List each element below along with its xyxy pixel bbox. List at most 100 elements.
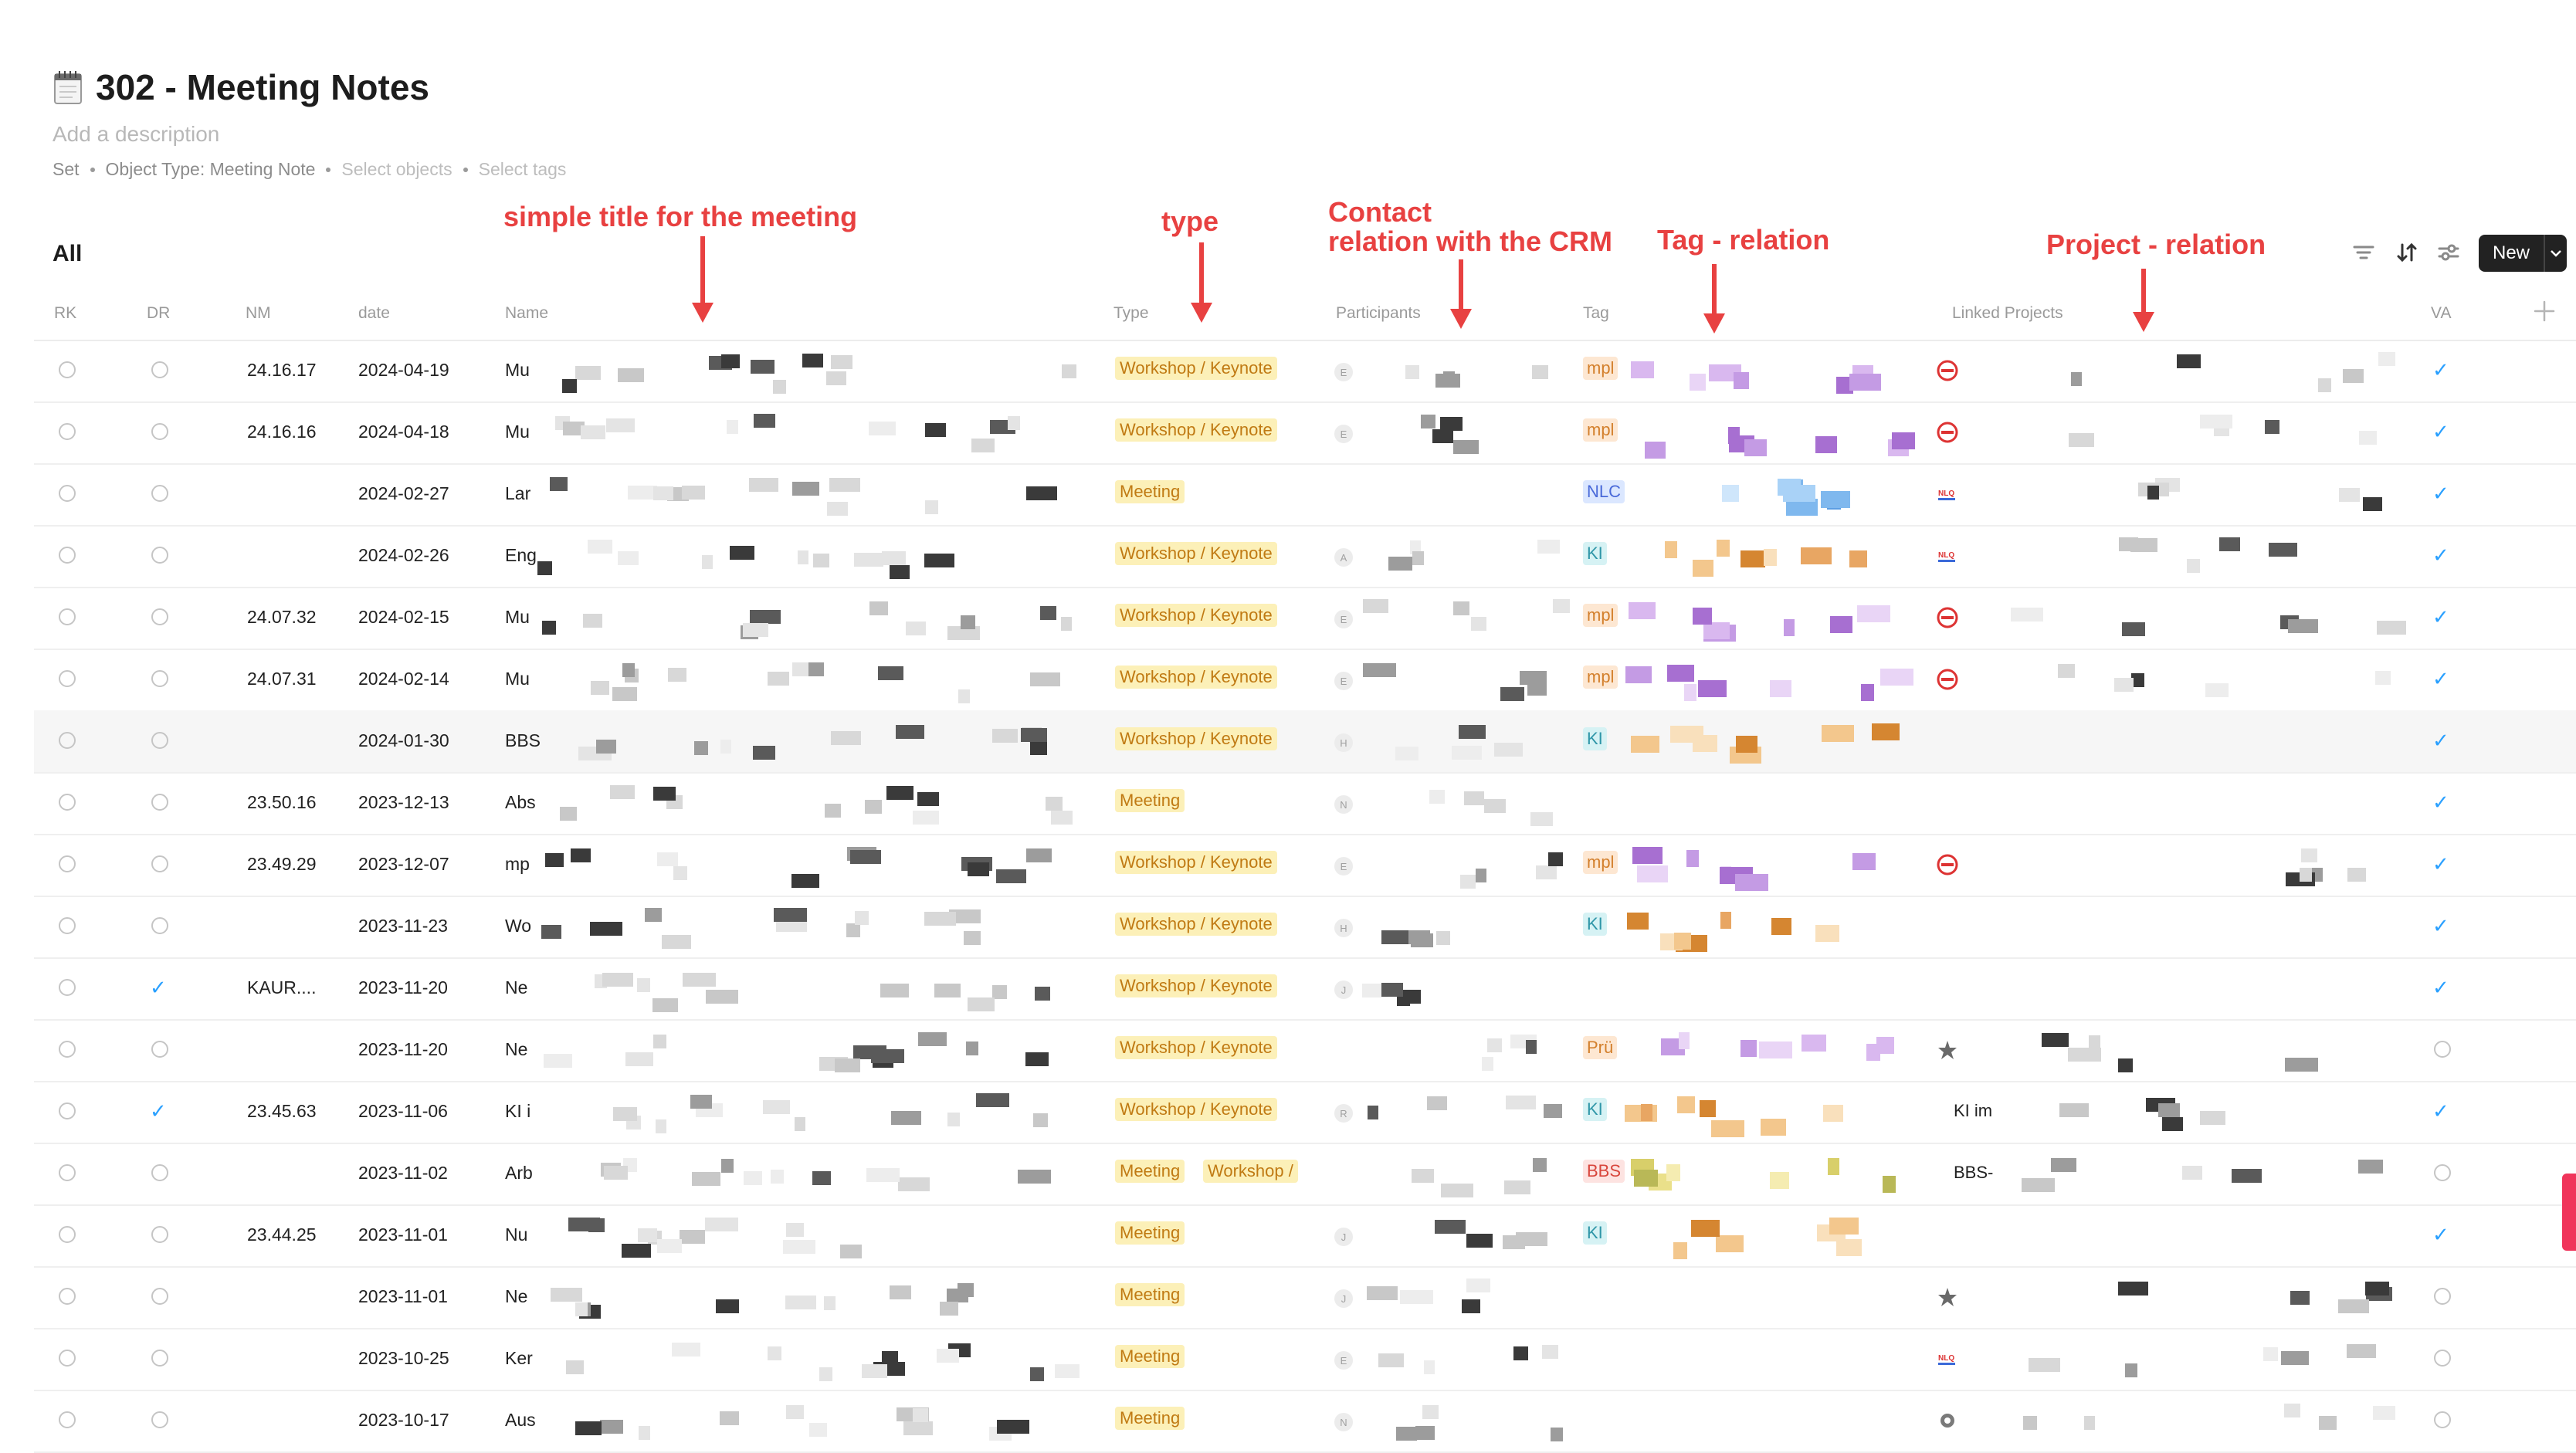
date-cell[interactable]: 2023-11-01 <box>358 1224 448 1245</box>
date-cell[interactable]: 2023-12-07 <box>358 854 449 874</box>
date-cell[interactable]: 2023-11-20 <box>358 1039 448 1059</box>
date-cell[interactable]: 2023-10-17 <box>358 1410 449 1430</box>
nlq-logo-icon[interactable]: NLQ <box>1937 483 1958 505</box>
select-tags-button[interactable]: Select tags <box>478 159 567 179</box>
nm-cell[interactable]: 23.49.29 <box>247 854 317 874</box>
name-cell[interactable]: BBS <box>505 730 541 750</box>
type-chip[interactable]: Meeting <box>1115 480 1185 503</box>
va-checkbox[interactable]: ✓ <box>2432 1099 2449 1123</box>
va-checkbox[interactable] <box>2434 1350 2451 1367</box>
red-logo-icon[interactable] <box>1937 669 1958 690</box>
rk-checkbox[interactable] <box>59 670 76 687</box>
participant-avatar[interactable]: E <box>1334 672 1353 690</box>
type-chip[interactable]: Meeting <box>1115 1221 1185 1245</box>
dr-checkbox[interactable] <box>151 608 168 625</box>
tag-chip[interactable]: BBS <box>1583 1160 1625 1183</box>
date-cell[interactable]: 2024-04-18 <box>358 422 449 442</box>
date-cell[interactable]: 2023-11-01 <box>358 1286 448 1306</box>
rk-checkbox[interactable] <box>59 423 76 440</box>
participant-avatar[interactable]: E <box>1334 425 1353 443</box>
tag-chip[interactable]: NLC <box>1583 480 1625 503</box>
participant-avatar[interactable]: E <box>1334 610 1353 628</box>
date-cell[interactable]: 2023-10-25 <box>358 1348 449 1368</box>
table-row[interactable]: 2023-11-02 Arb Meeting Workshop / BBS BBS- <box>34 1143 2576 1206</box>
date-cell[interactable]: 2023-12-13 <box>358 792 449 812</box>
tag-chip[interactable]: KI <box>1583 542 1607 565</box>
dr-checkbox[interactable] <box>151 1226 168 1243</box>
name-cell[interactable]: Mu <box>505 669 530 689</box>
participant-avatar[interactable]: A <box>1334 548 1353 567</box>
dr-checkbox[interactable]: ✓ <box>150 976 167 999</box>
nm-cell[interactable]: 24.16.17 <box>247 360 317 380</box>
name-cell[interactable]: Lar <box>505 483 531 503</box>
date-cell[interactable]: 2023-11-23 <box>358 916 448 936</box>
date-cell[interactable]: 2024-02-26 <box>358 545 449 565</box>
name-cell[interactable]: Ker <box>505 1348 533 1368</box>
type-chip[interactable]: Meeting <box>1115 1407 1185 1430</box>
va-checkbox[interactable]: ✓ <box>2432 914 2449 937</box>
nm-cell[interactable]: 23.45.63 <box>247 1101 317 1121</box>
nlq-logo-icon[interactable]: NLQ <box>1937 1348 1958 1370</box>
type-chip[interactable]: Meeting <box>1115 1283 1185 1306</box>
dr-checkbox[interactable]: ✓ <box>150 1099 167 1123</box>
type-chip[interactable]: Workshop / Keynote <box>1115 1098 1277 1121</box>
column-header-va[interactable]: VA <box>2431 304 2452 322</box>
type-chip[interactable]: Workshop / Keynote <box>1115 1036 1277 1059</box>
name-cell[interactable]: Arb <box>505 1163 533 1183</box>
rk-checkbox[interactable] <box>59 547 76 564</box>
select-objects-button[interactable]: Select objects <box>341 159 452 179</box>
type-chip[interactable]: Workshop / Keynote <box>1115 974 1277 997</box>
date-cell[interactable]: 2024-02-14 <box>358 669 449 689</box>
name-cell[interactable]: KI i <box>505 1101 531 1121</box>
type-chip[interactable]: Workshop / Keynote <box>1115 727 1277 750</box>
va-checkbox[interactable]: ✓ <box>2432 358 2449 381</box>
dr-checkbox[interactable] <box>151 485 168 502</box>
rk-checkbox[interactable] <box>59 979 76 996</box>
project-link[interactable]: BBS- <box>1954 1163 1994 1182</box>
date-cell[interactable]: 2023-11-02 <box>358 1163 448 1183</box>
date-cell[interactable]: 2024-04-19 <box>358 360 449 380</box>
name-cell[interactable]: Mu <box>505 422 530 442</box>
dr-checkbox[interactable] <box>151 1164 168 1181</box>
filter-icon[interactable] <box>2351 239 2377 266</box>
rk-checkbox[interactable] <box>59 855 76 872</box>
participant-avatar[interactable]: N <box>1334 795 1353 814</box>
new-button[interactable]: New <box>2479 235 2567 272</box>
rk-checkbox[interactable] <box>59 732 76 749</box>
dr-checkbox[interactable] <box>151 361 168 378</box>
name-cell[interactable]: Mu <box>505 607 530 627</box>
va-checkbox[interactable]: ✓ <box>2432 667 2449 690</box>
dr-checkbox[interactable] <box>151 1350 168 1367</box>
red-logo-icon[interactable] <box>1937 422 1958 443</box>
participant-avatar[interactable]: E <box>1334 857 1353 876</box>
tag-chip[interactable]: KI <box>1583 1221 1607 1245</box>
type-chip[interactable]: Meeting <box>1115 1160 1185 1183</box>
type-chip[interactable]: Workshop / Keynote <box>1115 357 1277 380</box>
name-cell[interactable]: Abs <box>505 792 536 812</box>
type-chip[interactable]: Workshop / <box>1203 1160 1298 1183</box>
name-cell[interactable]: Wo <box>505 916 532 936</box>
va-checkbox[interactable]: ✓ <box>2432 605 2449 628</box>
va-checkbox[interactable]: ✓ <box>2432 482 2449 505</box>
dr-checkbox[interactable] <box>151 1041 168 1058</box>
va-checkbox[interactable]: ✓ <box>2432 420 2449 443</box>
va-checkbox[interactable] <box>2434 1411 2451 1428</box>
va-checkbox[interactable]: ✓ <box>2432 1223 2449 1246</box>
tag-chip[interactable]: KI <box>1583 727 1607 750</box>
va-checkbox[interactable]: ✓ <box>2432 729 2449 752</box>
column-header-participants[interactable]: Participants <box>1336 304 1421 322</box>
tag-chip[interactable]: mpl <box>1583 666 1618 689</box>
name-cell[interactable]: Ne <box>505 977 528 997</box>
type-chip[interactable]: Meeting <box>1115 789 1185 812</box>
